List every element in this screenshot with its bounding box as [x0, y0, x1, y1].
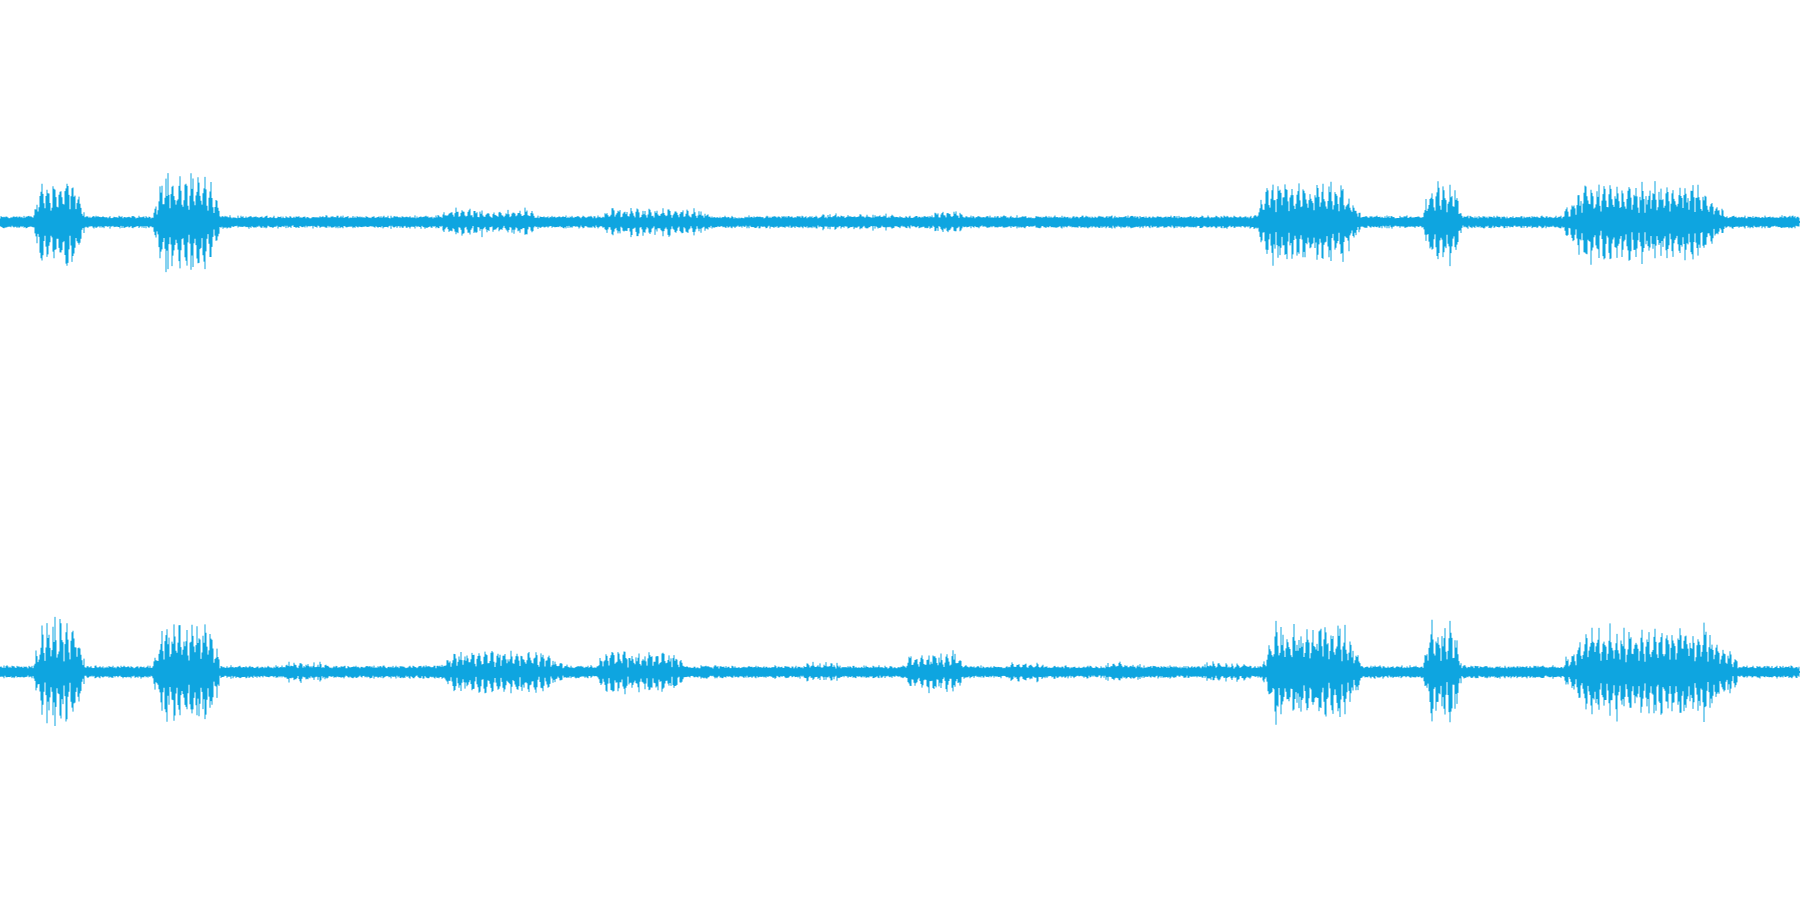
waveform-channel-1-plot	[0, 173, 1800, 273]
waveform-channel-2-plot	[0, 616, 1800, 726]
waveform-channel-1	[0, 173, 1800, 273]
waveform-trace	[0, 616, 1800, 726]
waveform-channel-2	[0, 450, 1800, 900]
waveform-trace	[0, 173, 1800, 273]
